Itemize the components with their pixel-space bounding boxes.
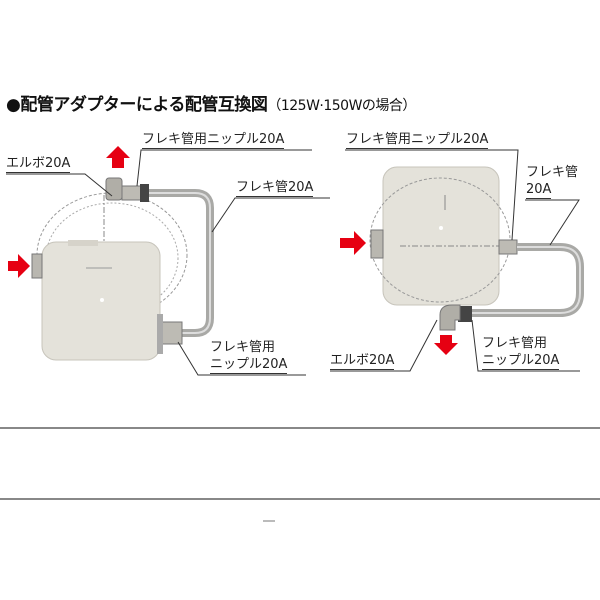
label-right-flex-pipe-1: フレキ管 bbox=[526, 165, 579, 180]
label-right-nipple-bottom-2: ニップル20A bbox=[482, 353, 560, 370]
arrow-down-icon bbox=[434, 335, 458, 355]
left-unit bbox=[31, 177, 214, 361]
title-sub: （125W·150Wの場合） bbox=[267, 98, 416, 114]
divider-top bbox=[0, 427, 600, 429]
label-left-elbow: エルボ20A bbox=[6, 156, 71, 173]
arrow-right-icon bbox=[340, 231, 366, 255]
right-unit bbox=[369, 166, 584, 331]
label-right-nipple-bottom-1: フレキ管用 bbox=[482, 336, 548, 351]
title-main: 配管アダプターによる配管互換図 bbox=[20, 95, 268, 115]
label-right-flex-pipe-2: 20A bbox=[526, 182, 552, 199]
label-right-nipple-top: フレキ管用ニップル20A bbox=[346, 132, 489, 149]
diagram-title: ●配管アダプターによる配管互換図（125W·150Wの場合） bbox=[6, 90, 416, 115]
label-left-nipple-bottom-1: フレキ管用 bbox=[210, 340, 276, 355]
title-bullet: ● bbox=[6, 95, 21, 115]
small-mark bbox=[263, 520, 275, 522]
label-right-elbow: エルボ20A bbox=[330, 353, 395, 370]
divider-bottom bbox=[0, 498, 600, 500]
label-left-nipple-top: フレキ管用ニップル20A bbox=[142, 132, 285, 149]
arrow-up-icon bbox=[106, 146, 130, 168]
label-left-flex-pipe: フレキ管20A bbox=[236, 180, 314, 197]
label-left-nipple-bottom-2: ニップル20A bbox=[210, 357, 288, 374]
arrow-right-icon bbox=[8, 254, 30, 278]
